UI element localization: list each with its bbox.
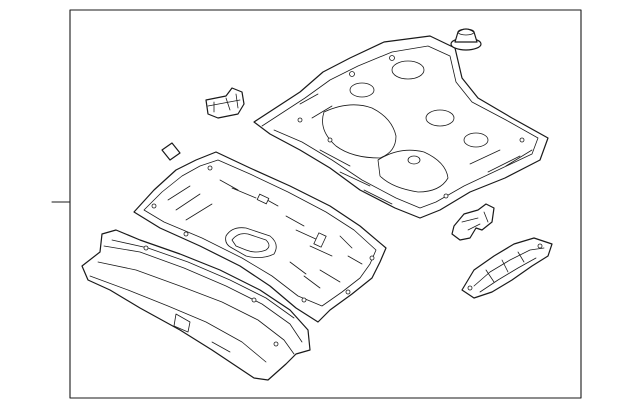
small-patch[interactable] — [161, 142, 181, 161]
rear-floor-pan[interactable] — [253, 35, 549, 219]
upper-bracket[interactable] — [205, 87, 245, 119]
front-crossmember[interactable] — [81, 229, 311, 381]
center-floor-pan[interactable] — [133, 151, 387, 323]
diagram-frame — [51, 9, 582, 399]
right-bracket[interactable] — [451, 203, 495, 241]
plug[interactable] — [450, 28, 482, 51]
side-rail[interactable] — [461, 237, 553, 299]
